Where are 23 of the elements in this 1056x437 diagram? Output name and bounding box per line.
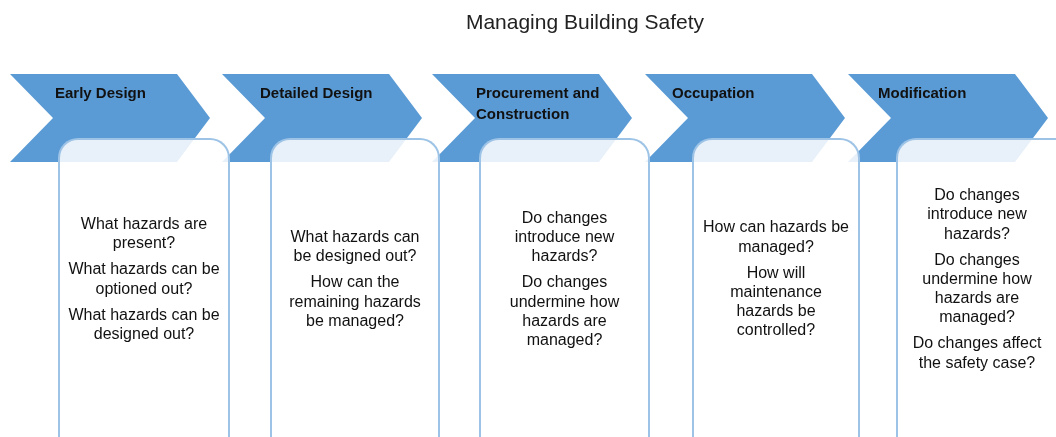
- question-text: Do changes introduce new hazards?: [513, 207, 616, 266]
- question-text: How will maintenance hazards be controlled?: [729, 262, 823, 340]
- question-card: [58, 138, 230, 437]
- question-text: Do changes undermine how hazards are managed?: [508, 272, 621, 350]
- question-text: What hazards are present?: [79, 213, 209, 253]
- question-text: How can hazards be managed?: [702, 217, 850, 256]
- question-text: Do changes undermine how hazards are managed?: [921, 249, 1033, 327]
- question-card: [692, 138, 860, 437]
- stage-heading: Detailed Design: [260, 83, 374, 103]
- stage-heading: Occupation: [672, 83, 756, 103]
- diagram-title: Managing Building Safety: [464, 10, 706, 34]
- question-card: [270, 138, 440, 437]
- question-card: [896, 138, 1056, 437]
- stage-heading: Modification: [878, 83, 968, 103]
- question-text: How can the remaining hazards be managed?: [288, 272, 422, 330]
- stage-heading: Procurement and Construction: [476, 83, 601, 124]
- question-text: What hazards can be designed out?: [289, 227, 421, 266]
- question-text: Do changes introduce new hazards?: [926, 185, 1028, 243]
- question-text: What hazards can be designed out?: [68, 304, 220, 344]
- question-card: [479, 138, 650, 437]
- question-text: Do changes affect the safety case?: [911, 333, 1043, 372]
- question-text: What hazards can be optioned out?: [68, 259, 220, 298]
- stage-heading: Early Design: [55, 83, 147, 103]
